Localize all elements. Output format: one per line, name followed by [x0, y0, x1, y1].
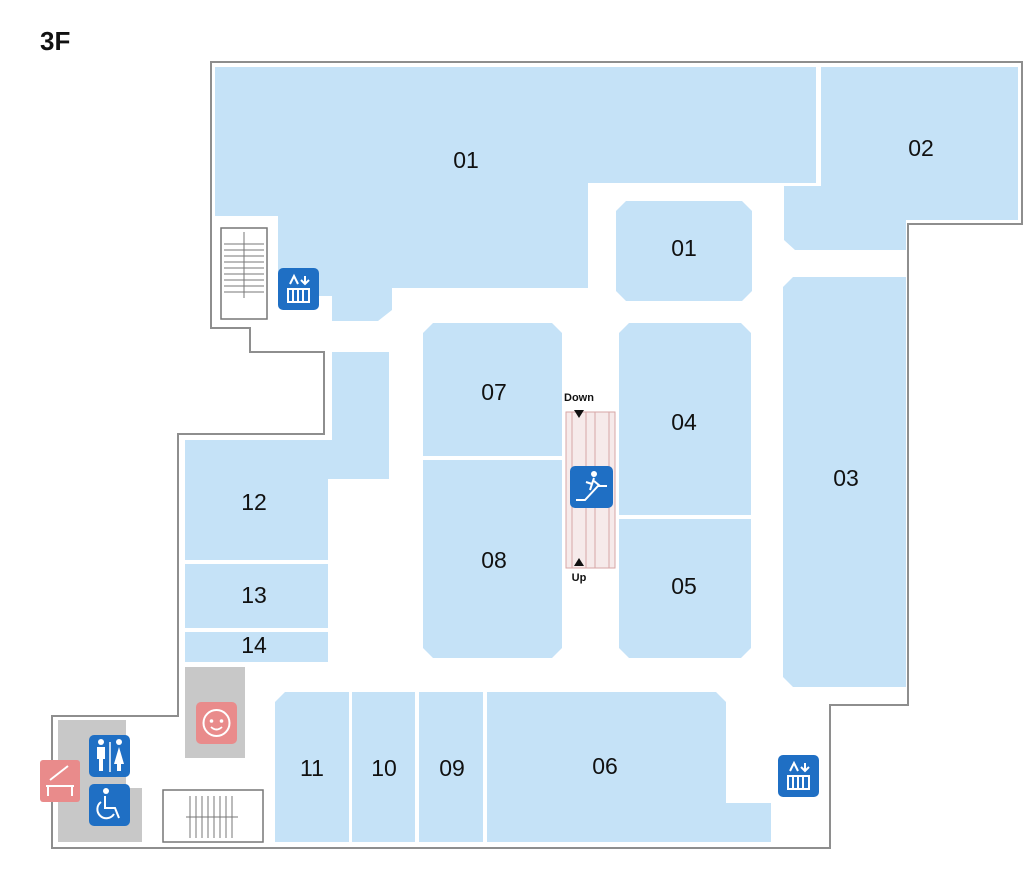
- unit-label-08: 08: [481, 547, 507, 573]
- floor-label: 3F: [40, 26, 71, 56]
- unit-label-12: 12: [241, 489, 267, 515]
- unit-02[interactable]: [784, 67, 1018, 250]
- unit-01-island[interactable]: [616, 201, 752, 301]
- unit-label-02: 02: [908, 135, 934, 161]
- elevator-icon-2[interactable]: [778, 755, 819, 797]
- unit-05[interactable]: [619, 519, 751, 658]
- unit-14[interactable]: [185, 632, 328, 662]
- unit-04[interactable]: [619, 323, 751, 515]
- unit-06[interactable]: [487, 692, 771, 842]
- escalator-icon[interactable]: [570, 466, 613, 508]
- unit-08[interactable]: [423, 460, 562, 658]
- wheelchair-icon[interactable]: [89, 784, 130, 826]
- unit-12-corridor[interactable]: [185, 352, 389, 560]
- unit-label-01-main: 01: [453, 147, 479, 173]
- stairs-icon-bottom: [186, 796, 238, 838]
- unit-01-main[interactable]: [215, 67, 816, 321]
- unit-label-11: 11: [300, 755, 324, 781]
- baby-room-icon[interactable]: [196, 702, 237, 744]
- unit-label-13: 13: [241, 582, 267, 608]
- unit-label-05: 05: [671, 573, 697, 599]
- unit-label-10: 10: [371, 755, 397, 781]
- down-arrow-icon: [574, 410, 584, 418]
- unit-10[interactable]: [352, 692, 415, 842]
- diaper-changing-icon[interactable]: [40, 760, 80, 802]
- unit-13[interactable]: [185, 564, 328, 628]
- up-arrow-icon: [574, 558, 584, 566]
- unit-label-14: 14: [241, 632, 267, 658]
- unit-09[interactable]: [419, 692, 483, 842]
- unit-label-07: 07: [481, 379, 507, 405]
- stairs-bottom: [162, 789, 264, 843]
- escalator-up-label: Up: [572, 572, 587, 584]
- unit-label-06: 06: [592, 753, 618, 779]
- unit-03[interactable]: [783, 277, 906, 687]
- unit-label-09: 09: [439, 755, 465, 781]
- escalator-down-label: Down: [564, 392, 594, 404]
- elevator-icon[interactable]: [278, 268, 319, 310]
- unit-label-01-island: 01: [671, 235, 697, 261]
- unit-11[interactable]: [275, 692, 349, 842]
- unit-label-03: 03: [833, 465, 859, 491]
- unit-07[interactable]: [423, 323, 562, 456]
- unit-label-04: 04: [671, 409, 697, 435]
- restroom-icon[interactable]: [89, 735, 130, 777]
- stairs-icon-top: [224, 232, 264, 298]
